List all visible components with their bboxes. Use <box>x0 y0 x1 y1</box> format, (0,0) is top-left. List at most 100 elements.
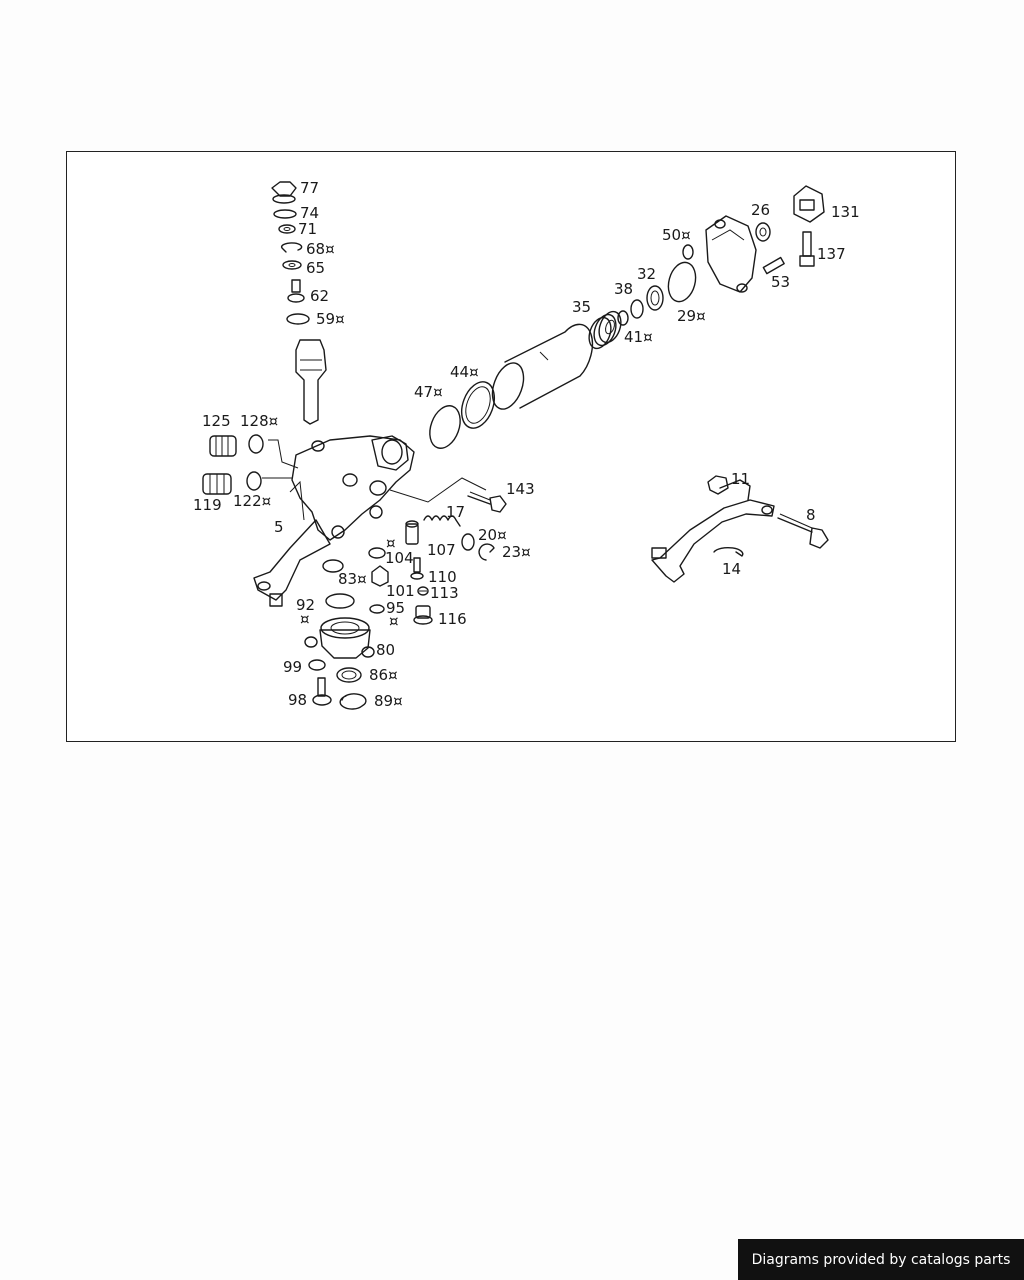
part-seal-128 <box>248 434 264 454</box>
callout-38: 38 <box>614 280 633 298</box>
callout-32: 32 <box>637 265 656 283</box>
part-piston-35 <box>588 310 622 350</box>
callout-65: 65 <box>306 259 325 277</box>
callout-110: 110 <box>428 568 457 586</box>
callout-92: 92 <box>296 596 315 614</box>
part-sector-shaft <box>295 339 327 425</box>
callout-104: 104 <box>385 549 414 567</box>
part-seal-122 <box>246 471 262 491</box>
part-fitting-125 <box>209 435 237 457</box>
part-spring-17 <box>423 515 461 527</box>
callout-74: 74 <box>300 204 319 222</box>
part-bolt-110 <box>410 557 424 580</box>
part-circlip-23 <box>478 543 495 561</box>
part-oring-59 <box>286 313 310 325</box>
part-washer-41 <box>617 310 629 326</box>
part-ring-50 <box>682 244 694 260</box>
callout-131: 131 <box>831 203 860 221</box>
part-oring-83 <box>322 559 344 573</box>
part-bearing-26 <box>755 222 771 242</box>
callout-98: 98 <box>288 691 307 709</box>
callout-86: 86¤ <box>369 666 398 684</box>
part-bolt-8 <box>777 513 829 549</box>
callout-99: 99 <box>283 658 302 676</box>
footer-credit: Diagrams provided by catalogs parts <box>738 1239 1024 1280</box>
part-plug-107 <box>405 520 419 545</box>
callout-92-mark: ¤ <box>300 610 310 628</box>
callout-44: 44¤ <box>450 363 479 381</box>
callout-77: 77 <box>300 179 319 197</box>
callout-17: 17 <box>446 503 465 521</box>
part-pitman-arm-5 <box>253 480 331 607</box>
part-washer-95 <box>369 604 385 614</box>
callout-95-mark: ¤ <box>389 612 399 630</box>
part-oring-20 <box>461 533 475 551</box>
callout-71: 71 <box>298 220 317 238</box>
part-nut-77 <box>271 181 297 204</box>
part-steering-housing <box>262 435 415 541</box>
callout-116: 116 <box>438 610 467 628</box>
part-washer-71 <box>278 224 296 234</box>
callout-104-mark: ¤ <box>386 534 396 552</box>
callout-68: 68¤ <box>306 240 335 258</box>
part-nut-11 <box>707 475 729 495</box>
diagram-frame <box>66 151 956 742</box>
callout-113: 113 <box>430 584 459 602</box>
callout-35: 35 <box>572 298 591 316</box>
callout-5: 5 <box>274 518 284 536</box>
part-circlip-68 <box>280 242 303 253</box>
callout-137: 137 <box>817 245 846 263</box>
callout-80: 80 <box>376 641 395 659</box>
callout-95: 95 <box>386 599 405 617</box>
callout-11: 11 <box>731 470 750 488</box>
part-valve-housing-80 <box>304 617 375 659</box>
callout-128: 128¤ <box>240 412 278 430</box>
callout-119: 119 <box>193 496 222 514</box>
part-plug-116 <box>413 605 433 625</box>
part-nut-101 <box>371 565 389 587</box>
callout-47: 47¤ <box>414 383 443 401</box>
part-bolt-143 <box>467 491 507 513</box>
callout-14: 14 <box>722 560 741 578</box>
callout-23: 23¤ <box>502 543 531 561</box>
part-washer-65 <box>282 260 302 270</box>
callout-62: 62 <box>310 287 329 305</box>
callout-101: 101 <box>386 582 415 600</box>
callout-89: 89¤ <box>374 692 403 710</box>
callout-125: 125 <box>202 412 231 430</box>
part-plug-113 <box>417 586 429 596</box>
callout-8: 8 <box>806 506 816 524</box>
callout-20: 20¤ <box>478 526 507 544</box>
part-ring-89 <box>339 693 367 710</box>
part-bolt-98 <box>312 677 332 706</box>
callout-59: 59¤ <box>316 310 345 328</box>
callout-143: 143 <box>506 480 535 498</box>
leader-line-housing <box>389 477 487 503</box>
part-fitting-119 <box>202 473 232 495</box>
callout-53: 53 <box>771 273 790 291</box>
part-seal-92 <box>325 593 355 609</box>
part-bolt-62 <box>287 279 305 303</box>
part-bearing-86 <box>336 667 362 683</box>
part-washer-74 <box>273 209 297 219</box>
part-ring-44 <box>460 381 496 429</box>
part-washer-99 <box>308 659 326 671</box>
part-cylinder-tube <box>491 323 594 410</box>
part-spring-clip-14 <box>713 546 744 557</box>
callout-41: 41¤ <box>624 328 653 346</box>
part-ring-47 <box>429 405 461 449</box>
part-coupling-131 <box>793 185 825 223</box>
part-seal-32 <box>646 285 664 311</box>
part-idler-arm <box>651 479 775 583</box>
callout-29: 29¤ <box>677 307 706 325</box>
part-bolt-53 <box>762 256 785 275</box>
part-washer-38 <box>630 299 644 319</box>
part-ring-29 <box>667 261 697 303</box>
callout-83: 83¤ <box>338 570 367 588</box>
callout-122: 122¤ <box>233 492 271 510</box>
callout-50: 50¤ <box>662 226 691 244</box>
part-housing-cover <box>705 215 757 293</box>
callout-107: 107 <box>427 541 456 559</box>
callout-26: 26 <box>751 201 770 219</box>
